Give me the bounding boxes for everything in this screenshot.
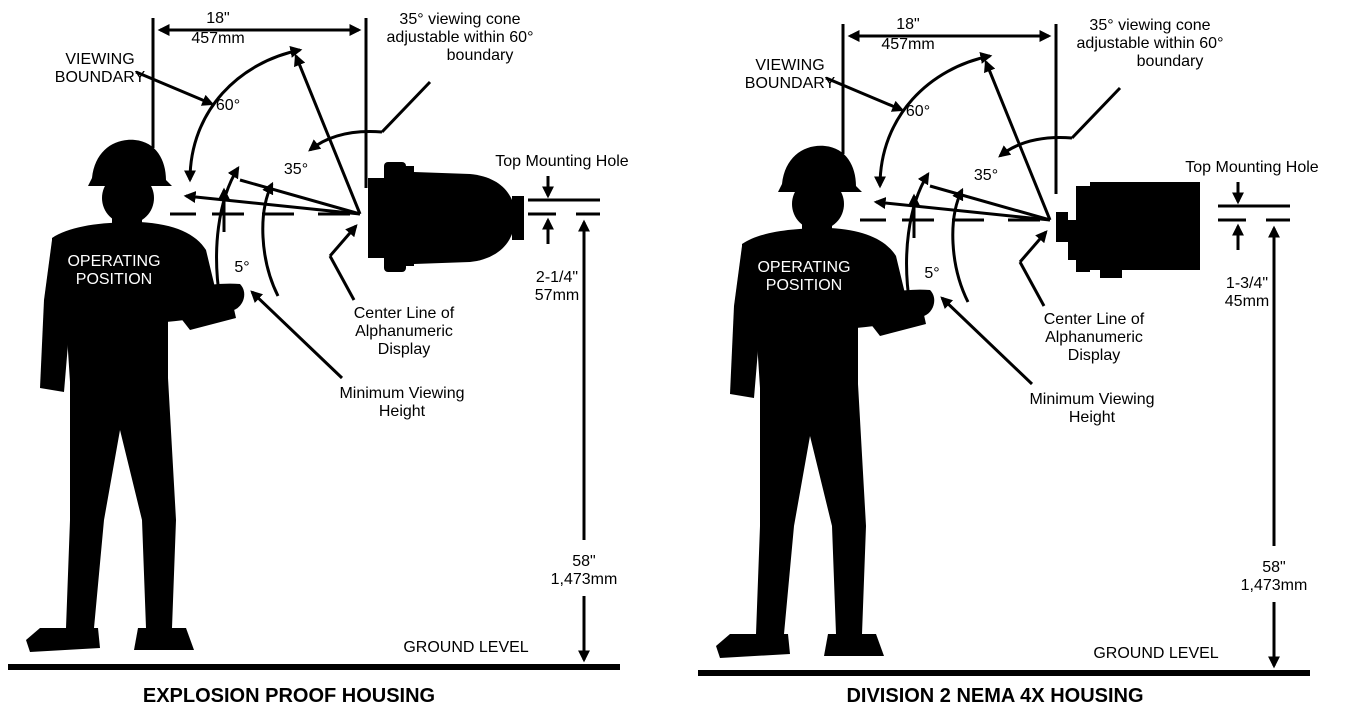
center-line-label-1: Center Line of	[354, 305, 455, 322]
height-inches: 58"	[1262, 559, 1285, 576]
center-line-label-1: Center Line of	[1044, 311, 1145, 328]
top-mounting-hole-label: Top Mounting Hole	[1185, 159, 1319, 176]
center-line-label-3: Display	[1068, 347, 1120, 364]
ground-level-label: GROUND LEVEL	[403, 639, 528, 656]
center-line-label-2: Alphanumeric	[355, 323, 453, 340]
hole-offset-inches: 1-3/4"	[1226, 275, 1268, 292]
min-viewing-label-2: Height	[1069, 409, 1116, 426]
top-mounting-hole-label: Top Mounting Hole	[495, 153, 629, 170]
viewing-boundary-label-1: VIEWING	[755, 57, 824, 74]
distance-mm: 457mm	[881, 36, 934, 53]
viewing-boundary-label-1: VIEWING	[65, 51, 134, 68]
distance-mm: 457mm	[191, 30, 244, 47]
ground-level-label: GROUND LEVEL	[1093, 645, 1218, 662]
min-viewing-label-1: Minimum Viewing	[339, 385, 464, 402]
nema-4x-housing-device	[1056, 182, 1200, 278]
cone-note-2: adjustable within 60°	[1077, 35, 1224, 52]
hole-offset-mm: 57mm	[535, 287, 579, 304]
center-line-label-3: Display	[378, 341, 430, 358]
hole-offset-inches: 2-1/4"	[536, 269, 578, 286]
viewing-boundary-label-2: BOUNDARY	[745, 75, 836, 92]
explosion-proof-housing-device	[368, 162, 524, 272]
height-inches: 58"	[572, 553, 595, 570]
angle-60-label: 60°	[906, 103, 930, 120]
cone-note-1: 35° viewing cone	[399, 11, 520, 28]
angle-35-label: 35°	[974, 167, 998, 184]
angle-5-label: 5°	[234, 259, 249, 276]
distance-inches: 18"	[206, 10, 229, 27]
center-line-label-2: Alphanumeric	[1045, 329, 1143, 346]
height-mm: 1,473mm	[1241, 577, 1308, 594]
panel-division-2: 18" 457mm 35° viewing cone adjustable wi…	[698, 16, 1319, 707]
operating-position-label-1: OPERATING	[757, 259, 850, 276]
operating-position-label-1: OPERATING	[67, 253, 160, 270]
cone-note-2: adjustable within 60°	[387, 29, 534, 46]
angle-5-label: 5°	[924, 265, 939, 282]
panel-caption: EXPLOSION PROOF HOUSING	[143, 685, 435, 707]
panel-caption: DIVISION 2 NEMA 4X HOUSING	[846, 685, 1143, 707]
operating-position-label-2: POSITION	[76, 271, 152, 288]
min-viewing-label-1: Minimum Viewing	[1029, 391, 1154, 408]
panel-explosion-proof: 18" 457mm 35° viewing cone adjustable wi…	[8, 10, 629, 707]
cone-note-3: boundary	[1137, 53, 1204, 70]
angle-60-label: 60°	[216, 97, 240, 114]
hole-offset-mm: 45mm	[1225, 293, 1269, 310]
distance-inches: 18"	[896, 16, 919, 33]
height-mm: 1,473mm	[551, 571, 618, 588]
viewing-boundary-label-2: BOUNDARY	[55, 69, 146, 86]
cone-note-1: 35° viewing cone	[1089, 17, 1210, 34]
angle-35-label: 35°	[284, 161, 308, 178]
operating-position-label-2: POSITION	[766, 277, 842, 294]
cone-note-3: boundary	[447, 47, 514, 64]
min-viewing-label-2: Height	[379, 403, 426, 420]
